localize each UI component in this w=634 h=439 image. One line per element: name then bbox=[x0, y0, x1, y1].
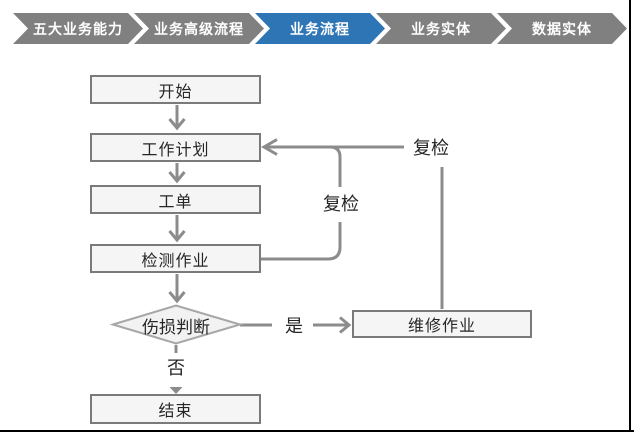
edge-label-no: 否 bbox=[159, 356, 193, 378]
nav-step-label: 业务高级流程 bbox=[154, 20, 244, 37]
node-repair: 维修作业 bbox=[352, 310, 532, 338]
slide-border-right bbox=[629, 0, 631, 432]
node-start: 开始 bbox=[90, 75, 261, 104]
edge-label-yes: 是 bbox=[277, 314, 311, 336]
node-work-plan-label: 工作计划 bbox=[141, 141, 210, 159]
arrowhead-down-1-icon bbox=[168, 118, 186, 131]
node-inspection: 检测作业 bbox=[90, 244, 261, 273]
arrowhead-down-2-icon bbox=[168, 171, 186, 184]
nav-step-business-entity[interactable]: 业务实体 bbox=[376, 13, 506, 44]
edge-recheck-inner-lower bbox=[261, 222, 342, 261]
arrowhead-down-4-icon bbox=[168, 291, 186, 304]
node-work-order-label: 工单 bbox=[158, 193, 193, 211]
node-end: 结束 bbox=[90, 394, 261, 424]
nav-step-label: 数据实体 bbox=[532, 20, 592, 37]
nav-step-label: 业务实体 bbox=[411, 20, 471, 37]
node-start-label: 开始 bbox=[158, 83, 193, 101]
nav-step-advanced-process[interactable]: 业务高级流程 bbox=[134, 13, 264, 44]
edge-recheck-inner-upper bbox=[329, 145, 342, 187]
nav-step-data-entity[interactable]: 数据实体 bbox=[497, 13, 627, 44]
nav-step-label: 五大业务能力 bbox=[33, 20, 123, 37]
nav-step-label: 业务流程 bbox=[290, 20, 350, 37]
node-inspection-label: 检测作业 bbox=[141, 252, 210, 270]
edge-label-recheck-outer: 复检 bbox=[408, 135, 454, 158]
arrowhead-down-3-icon bbox=[168, 230, 186, 243]
arrowhead-small-down-icon bbox=[169, 387, 183, 394]
nav-step-business-process-active[interactable]: 业务流程 bbox=[255, 13, 385, 44]
node-work-plan: 工作计划 bbox=[90, 133, 261, 162]
node-repair-label: 维修作业 bbox=[407, 318, 476, 335]
node-decision-label: 伤损判断 bbox=[142, 317, 210, 337]
slide-border-bottom bbox=[0, 430, 634, 432]
edge-label-recheck-inner: 复检 bbox=[318, 191, 364, 214]
node-end-label: 结束 bbox=[158, 403, 193, 420]
decision-diamond-shape bbox=[109, 304, 244, 345]
arrowhead-right-icon bbox=[339, 316, 352, 334]
nav-step-five-capabilities[interactable]: 五大业务能力 bbox=[13, 13, 143, 44]
node-work-order: 工单 bbox=[90, 185, 261, 214]
arrowhead-left-icon bbox=[260, 138, 278, 156]
